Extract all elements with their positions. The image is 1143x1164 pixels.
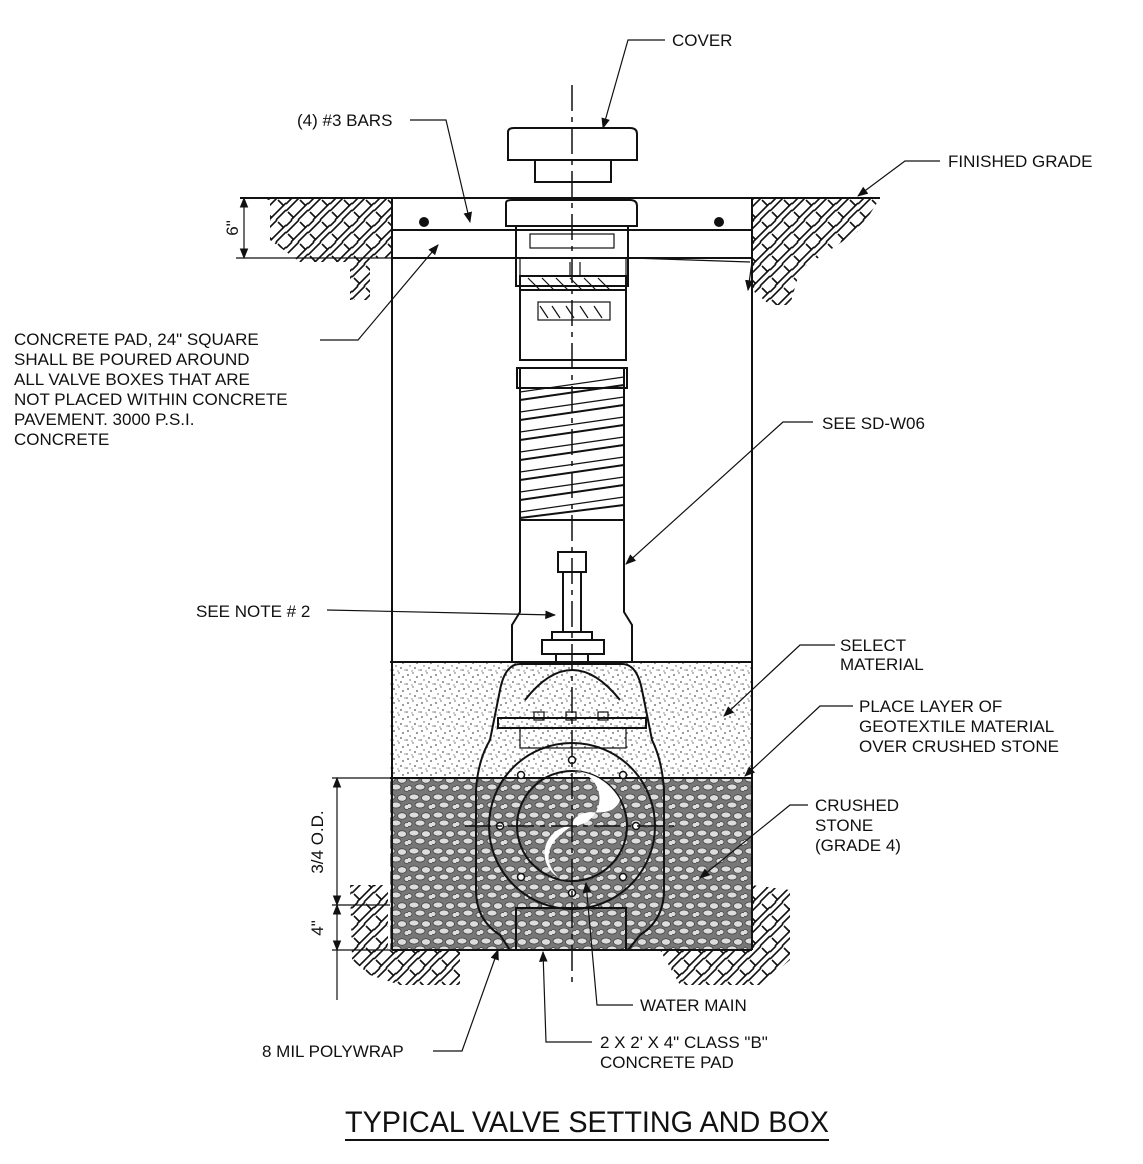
select-material-line: SELECT [840,636,906,655]
concrete-pad-note-line: PAVEMENT. 3000 P.S.I. [14,410,194,429]
crushed-stone-line: CRUSHED [815,796,899,815]
geotextile-line: GEOTEXTILE MATERIAL [859,717,1054,736]
class-b-label: 2 X 2' X 4" CLASS "B" CONCRETE PAD [600,1033,768,1072]
crushed-stone-line: (GRADE 4) [815,836,901,855]
concrete-pad-note-line: CONCRETE [14,430,109,449]
class-b-line: 2 X 2' X 4" CLASS "B" [600,1033,768,1052]
cover-label: COVER [672,31,732,50]
bars-label: (4) #3 BARS [297,111,392,130]
pad-thickness-dim: 6" [223,220,242,236]
cover-shape [505,127,638,227]
concrete-pad-note-line: NOT PLACED WITHIN CONCRETE [14,390,288,409]
geotextile-label: PLACE LAYER OF GEOTEXTILE MATERIAL OVER … [859,697,1059,756]
concrete-pad-note-line: SHALL BE POURED AROUND [14,350,250,369]
drawing-title: TYPICAL VALVE SETTING AND BOX [345,1106,829,1139]
geotextile-line: OVER CRUSHED STONE [859,737,1059,756]
crushed-stone-fill [390,778,752,950]
select-material-line: MATERIAL [840,655,924,674]
see-note-label: SEE NOTE # 2 [196,602,310,621]
soil-hatch [240,198,880,985]
see-sd-label: SEE SD-W06 [822,414,925,433]
concrete-pad-note-line: CONCRETE PAD, 24" SQUARE [14,330,259,349]
crushed-stone-label: CRUSHED STONE (GRADE 4) [815,796,901,855]
base-dim: 4" [308,920,327,936]
polywrap-label: 8 MIL POLYWRAP [262,1042,404,1061]
geotextile-line: PLACE LAYER OF [859,697,1002,716]
operating-nut [541,551,605,665]
centerlines [465,85,680,985]
leader-lines [320,39,940,1052]
dimension-lines [236,196,392,1000]
select-material-label: SELECT MATERIAL [840,636,924,674]
water-main-label: WATER MAIN [640,996,747,1015]
finished-grade-label: FINISHED GRADE [948,152,1093,171]
class-b-pad [515,907,627,951]
od-dim: 3/4 O.D. [308,810,327,873]
concrete-pad-note: CONCRETE PAD, 24" SQUARE SHALL BE POURED… [14,330,288,449]
crushed-stone-line: STONE [815,816,873,835]
concrete-pad-note-line: ALL VALVE BOXES THAT ARE [14,370,250,389]
class-b-line: CONCRETE PAD [600,1053,734,1072]
